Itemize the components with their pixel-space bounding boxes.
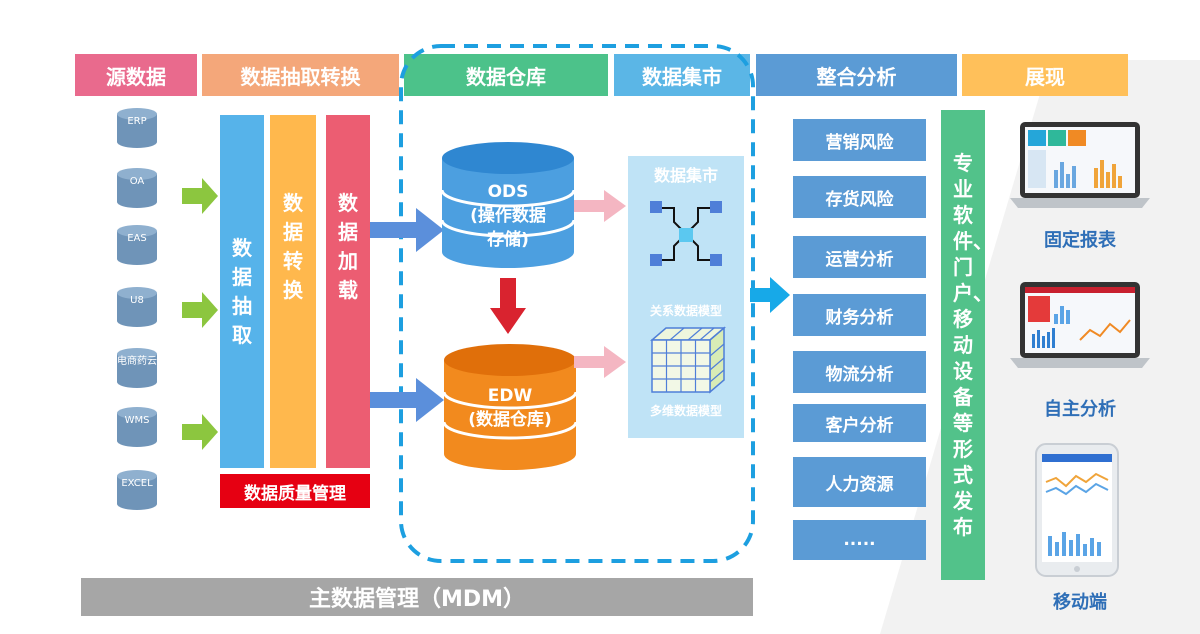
source-cylinder: WMS — [115, 405, 159, 449]
analysis-item: 客户分析 — [793, 404, 926, 442]
source-label: 电商药云 — [117, 356, 157, 367]
quality-management-box: 数据质量管理 — [220, 474, 370, 508]
etl-to-warehouse-arrows — [370, 208, 444, 422]
multidim-model-label: 多维数据模型 — [649, 404, 722, 418]
header-source: 源数据 — [75, 54, 197, 96]
analysis-item: 物流分析 — [793, 351, 926, 393]
database-icon — [117, 407, 157, 447]
fixed-report-laptop-icon — [1010, 122, 1150, 208]
warehouse-dashed-boundary — [399, 44, 755, 563]
edw-label-line2: (数据仓库) — [468, 410, 552, 430]
edw-label-line1: EDW — [487, 386, 533, 406]
source-cylinder: ERP — [115, 106, 159, 150]
source-label: OA — [129, 176, 145, 187]
analysis-item: 人力资源 — [793, 457, 926, 507]
publish-bar: 专业软件、门户、移动设备等形式发布 — [941, 110, 993, 580]
mobile-phone-icon — [1035, 443, 1119, 577]
ods-label-line3: 存储) — [487, 230, 529, 250]
source-label: ERP — [127, 116, 147, 127]
source-label: EAS — [127, 233, 147, 244]
header-mart: 数据集市 — [614, 54, 750, 96]
data-mart-panel-title: 数据集市 — [653, 166, 718, 185]
warehouse-to-mart-arrows — [574, 190, 626, 378]
source-cylinder: EXCEL — [115, 468, 159, 512]
display-fixed-report-label: 固定报表 — [1044, 230, 1116, 251]
etl-load-bar: 数据加载 — [326, 115, 370, 468]
etl-transform-bar: 数据转换 — [270, 115, 316, 468]
database-icon — [117, 225, 157, 265]
source-cylinder: U8 — [115, 285, 159, 329]
mart-to-analysis-arrow — [750, 277, 790, 313]
source-arrows — [182, 178, 218, 450]
source-cylinder: EAS — [115, 223, 159, 267]
display-self-analysis-label: 自主分析 — [1044, 399, 1116, 420]
source-label: EXCEL — [121, 478, 153, 489]
self-analysis-laptop-icon — [1010, 282, 1150, 368]
relational-model-icon — [650, 201, 722, 266]
header-analysis: 整合分析 — [756, 54, 957, 96]
header-warehouse: 数据仓库 — [404, 54, 608, 96]
source-label: U8 — [130, 295, 144, 306]
source-cylinder: OA — [115, 166, 159, 210]
database-icon — [117, 348, 157, 388]
edw-label: EDW (数据仓库) — [440, 384, 580, 432]
database-icon — [117, 287, 157, 327]
analysis-item: 运营分析 — [793, 236, 926, 278]
etl-extract-bar: 数据抽取 — [220, 115, 264, 468]
analysis-item: ..... — [793, 520, 926, 560]
header-etl: 数据抽取转换 — [202, 54, 399, 96]
etl-extract-label: 数据抽取 — [232, 235, 252, 347]
relational-model-label: 关系数据模型 — [649, 304, 722, 318]
analysis-item: 财务分析 — [793, 294, 926, 336]
header-display: 展现 — [962, 54, 1128, 96]
database-icon — [117, 470, 157, 510]
etl-transform-label: 数据转换 — [283, 190, 303, 302]
ods-label-line1: ODS — [487, 182, 529, 202]
source-label: WMS — [124, 415, 150, 426]
ods-to-edw-arrow — [490, 278, 526, 334]
source-cylinder: 电商药云 — [115, 346, 159, 390]
database-icon — [117, 108, 157, 148]
publish-label: 专业软件、门户、移动设备等形式发布 — [953, 151, 993, 539]
etl-load-label: 数据加载 — [338, 190, 358, 302]
ods-label-line2: (操作数据 — [470, 206, 546, 226]
analysis-item: 营销风险 — [793, 119, 926, 161]
multidim-model-cube-icon — [649, 326, 727, 394]
ods-cylinder — [440, 142, 576, 268]
ods-label: ODS (操作数据 存储) — [438, 180, 578, 252]
edw-cylinder — [442, 344, 578, 470]
analysis-item: 存货风险 — [793, 176, 926, 218]
display-mobile-label: 移动端 — [1053, 592, 1107, 613]
mdm-bar: 主数据管理（MDM） — [81, 578, 753, 616]
database-icon — [117, 168, 157, 208]
